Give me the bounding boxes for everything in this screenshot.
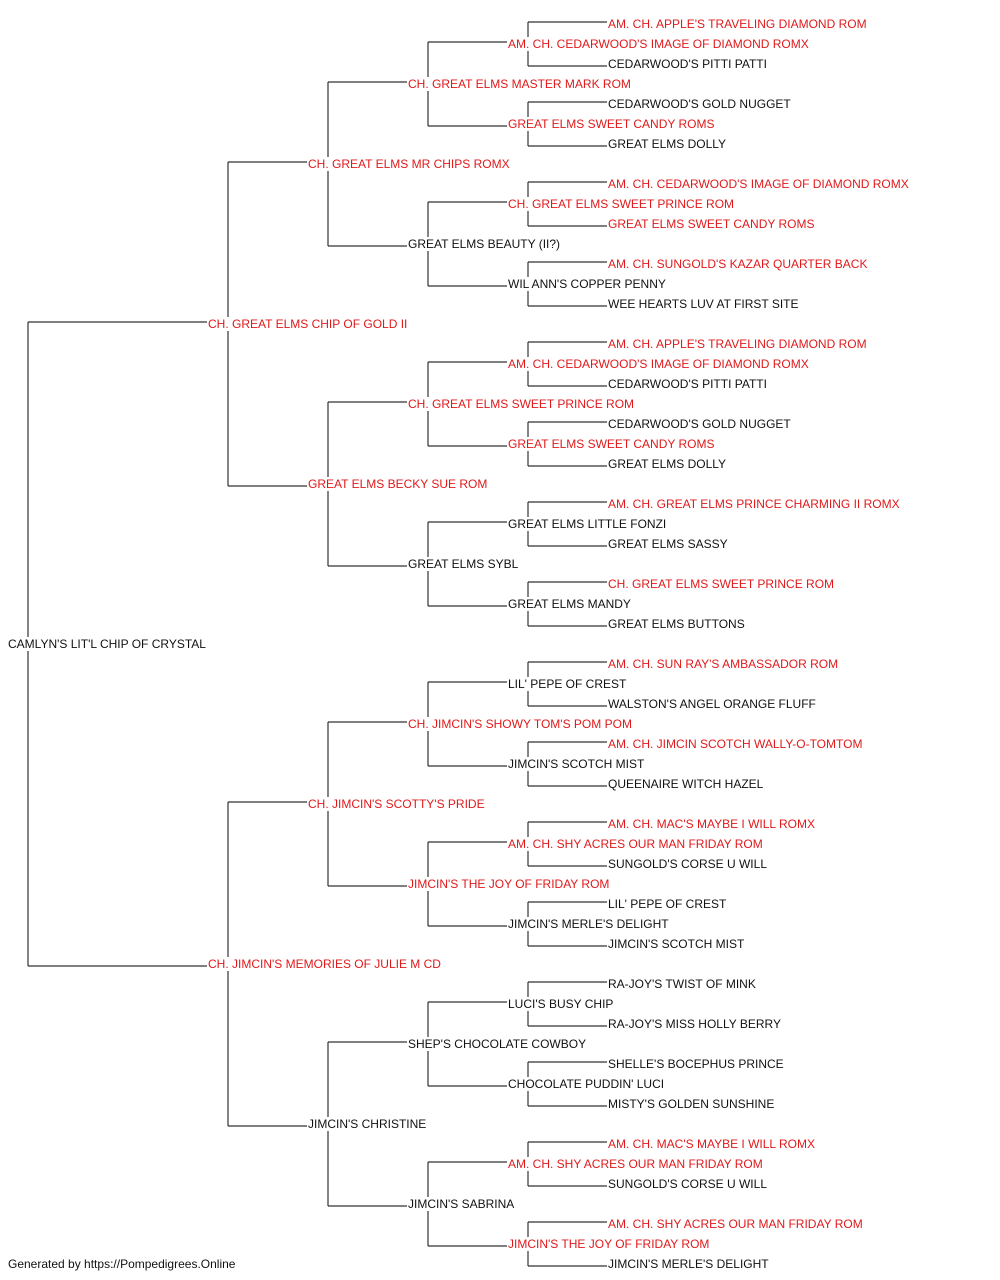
dog-d-s-s-s-s: AM. CH. SUN RAY'S AMBASSADOR ROM [607, 657, 840, 671]
dog-s-s: CH. GREAT ELMS MR CHIPS ROMX [307, 157, 511, 171]
dog-s-d: GREAT ELMS BECKY SUE ROM [307, 477, 489, 491]
dog-d-d-d: JIMCIN'S SABRINA [407, 1197, 516, 1211]
dog-d-s-d-d-d: JIMCIN'S SCOTCH MIST [607, 937, 746, 951]
dog-s-d-s: CH. GREAT ELMS SWEET PRINCE ROM [407, 397, 636, 411]
dog-d: CH. JIMCIN'S MEMORIES OF JULIE M CD [207, 957, 442, 971]
dog-s-d-s-s: AM. CH. CEDARWOOD'S IMAGE OF DIAMOND ROM… [507, 357, 810, 371]
dog-d-d-d-d-d: JIMCIN'S MERLE'S DELIGHT [607, 1257, 770, 1271]
dog-d-d-s-s: LUCI'S BUSY CHIP [507, 997, 615, 1011]
dog-d-s-s-d-s: AM. CH. JIMCIN SCOTCH WALLY-O-TOMTOM [607, 737, 864, 751]
dog-s-s-d-d: WIL ANN'S COPPER PENNY [507, 277, 667, 291]
dog-s-d-s-d-s: CEDARWOOD'S GOLD NUGGET [607, 417, 792, 431]
dog-d-d-s-s-s: RA-JOY'S TWIST OF MINK [607, 977, 757, 991]
dog-d-d-s-d-d: MISTY'S GOLDEN SUNSHINE [607, 1097, 776, 1111]
dog-s-d-d: GREAT ELMS SYBL [407, 557, 520, 571]
dog-s-d-s-s-d: CEDARWOOD'S PITTI PATTI [607, 377, 768, 391]
dog-s-s-s: CH. GREAT ELMS MASTER MARK ROM [407, 77, 632, 91]
dog-d-s-d-s-s: AM. CH. MAC'S MAYBE I WILL ROMX [607, 817, 816, 831]
dog-d-d-s-s-d: RA-JOY'S MISS HOLLY BERRY [607, 1017, 783, 1031]
dog-s-d-d-s: GREAT ELMS LITTLE FONZI [507, 517, 668, 531]
dog-d-d-d-d: JIMCIN'S THE JOY OF FRIDAY ROM [507, 1237, 711, 1251]
dog-d-s-s-d-d: QUEENAIRE WITCH HAZEL [607, 777, 765, 791]
dog-s-d-s-s-s: AM. CH. APPLE'S TRAVELING DIAMOND ROM [607, 337, 868, 351]
dog-d-s-d-s-d: SUNGOLD'S CORSE U WILL [607, 857, 768, 871]
generated-by-footer: Generated by https://Pompedigrees.Online [8, 1257, 236, 1271]
dog-d-s-s-s-d: WALSTON'S ANGEL ORANGE FLUFF [607, 697, 817, 711]
dog-d-d-d-s-d: SUNGOLD'S CORSE U WILL [607, 1177, 768, 1191]
dog-s-s-d-s-d: GREAT ELMS SWEET CANDY ROMS [607, 217, 816, 231]
dog-s-s-s-d-s: CEDARWOOD'S GOLD NUGGET [607, 97, 792, 111]
dog-s-s-s-s: AM. CH. CEDARWOOD'S IMAGE OF DIAMOND ROM… [507, 37, 810, 51]
dog-s-s-d-s: CH. GREAT ELMS SWEET PRINCE ROM [507, 197, 736, 211]
dog-d-d-d-d-s: AM. CH. SHY ACRES OUR MAN FRIDAY ROM [607, 1217, 864, 1231]
dog-s-s-s-d-d: GREAT ELMS DOLLY [607, 137, 728, 151]
dog-s-d-d-d-s: CH. GREAT ELMS SWEET PRINCE ROM [607, 577, 836, 591]
dog-s-d-d-d: GREAT ELMS MANDY [507, 597, 632, 611]
dog-d-d: JIMCIN'S CHRISTINE [307, 1117, 428, 1131]
dog-s-s-d-d-s: AM. CH. SUNGOLD'S KAZAR QUARTER BACK [607, 257, 869, 271]
dog-d-s-d-s: AM. CH. SHY ACRES OUR MAN FRIDAY ROM [507, 837, 764, 851]
dog-d-s-d-d: JIMCIN'S MERLE'S DELIGHT [507, 917, 670, 931]
dog-d-s: CH. JIMCIN'S SCOTTY'S PRIDE [307, 797, 486, 811]
dog-subject: CAMLYN'S LIT'L CHIP OF CRYSTAL [7, 637, 207, 651]
dog-s-d-s-d: GREAT ELMS SWEET CANDY ROMS [507, 437, 716, 451]
dog-s-d-d-s-d: GREAT ELMS SASSY [607, 537, 729, 551]
dog-s-d-d-s-s: AM. CH. GREAT ELMS PRINCE CHARMING II RO… [607, 497, 901, 511]
dog-s-s-s-s-s: AM. CH. APPLE'S TRAVELING DIAMOND ROM [607, 17, 868, 31]
dog-s-s-s-s-d: CEDARWOOD'S PITTI PATTI [607, 57, 768, 71]
dog-d-s-s-s: LIL' PEPE OF CREST [507, 677, 628, 691]
dog-d-s-d-d-s: LIL' PEPE OF CREST [607, 897, 728, 911]
dog-d-d-s: SHEP'S CHOCOLATE COWBOY [407, 1037, 588, 1051]
dog-d-s-d: JIMCIN'S THE JOY OF FRIDAY ROM [407, 877, 611, 891]
dog-d-d-s-d-s: SHELLE'S BOCEPHUS PRINCE [607, 1057, 785, 1071]
dog-s-s-d-d-d: WEE HEARTS LUV AT FIRST SITE [607, 297, 800, 311]
dog-d-s-s-d: JIMCIN'S SCOTCH MIST [507, 757, 646, 771]
dog-s-d-s-d-d: GREAT ELMS DOLLY [607, 457, 728, 471]
dog-s-s-d-s-s: AM. CH. CEDARWOOD'S IMAGE OF DIAMOND ROM… [607, 177, 910, 191]
dog-s: CH. GREAT ELMS CHIP OF GOLD II [207, 317, 409, 331]
dog-s-s-s-d: GREAT ELMS SWEET CANDY ROMS [507, 117, 716, 131]
dog-d-d-d-s-s: AM. CH. MAC'S MAYBE I WILL ROMX [607, 1137, 816, 1151]
dog-d-d-s-d: CHOCOLATE PUDDIN' LUCI [507, 1077, 666, 1091]
dog-s-s-d: GREAT ELMS BEAUTY (II?) [407, 237, 562, 251]
dog-d-s-s: CH. JIMCIN'S SHOWY TOM'S POM POM [407, 717, 633, 731]
dog-d-d-d-s: AM. CH. SHY ACRES OUR MAN FRIDAY ROM [507, 1157, 764, 1171]
dog-s-d-d-d-d: GREAT ELMS BUTTONS [607, 617, 746, 631]
